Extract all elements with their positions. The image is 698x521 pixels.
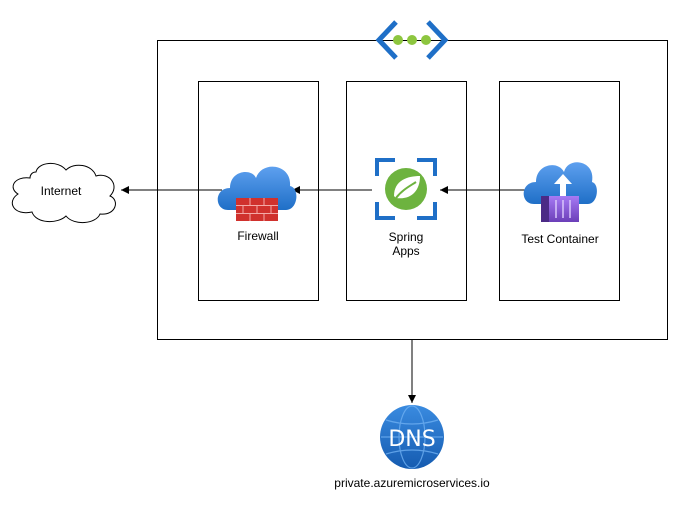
firewall-label: Firewall xyxy=(237,229,278,243)
cloud-outline-icon xyxy=(11,163,116,223)
dns-node[interactable]: DNS private.azuremicroservices.io xyxy=(334,405,490,490)
test-container-label: Test Container xyxy=(521,232,598,246)
dns-icon-text: DNS xyxy=(388,427,435,452)
container-instance-icon xyxy=(523,162,597,222)
dns-label: private.azuremicroservices.io xyxy=(334,476,490,490)
internet-node[interactable]: Internet xyxy=(11,163,116,223)
internet-label: Internet xyxy=(41,184,82,198)
spring-apps-label-line2: Apps xyxy=(392,244,419,258)
test-container-node[interactable]: Test Container xyxy=(521,162,599,246)
spring-apps-label-line1: Spring xyxy=(389,230,424,244)
virtual-network-icon xyxy=(375,20,449,60)
spring-apps-node[interactable]: Spring Apps xyxy=(375,158,437,258)
azure-firewall-icon xyxy=(217,166,297,221)
dns-zone-icon: DNS xyxy=(380,405,444,469)
firewall-node[interactable]: Firewall xyxy=(217,166,297,243)
spring-apps-icon xyxy=(375,158,437,220)
